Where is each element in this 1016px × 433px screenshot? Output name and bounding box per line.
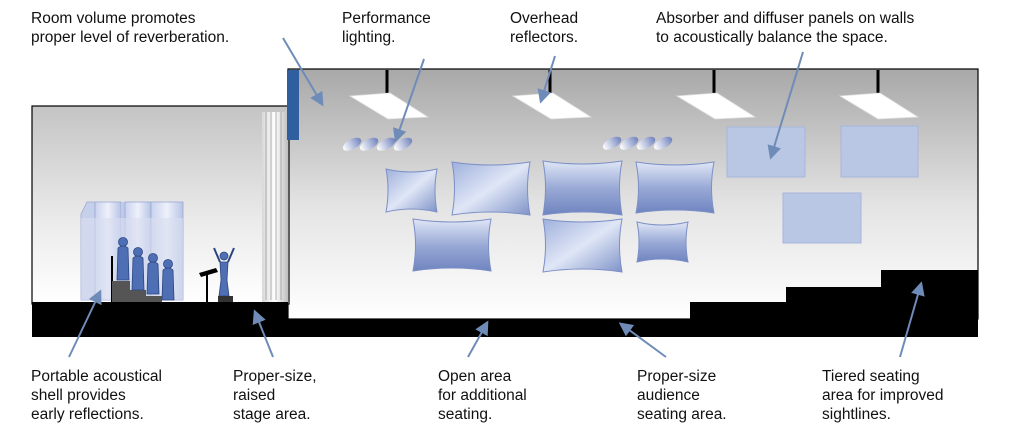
arrow-tiered-seating [899,281,925,358]
choir-risers [111,256,162,302]
arrow-acoustical-shell [68,289,102,358]
wall-absorber-panels [726,125,919,244]
label-open-area: Open area for additional seating. [438,368,527,423]
label-overhead-reflectors: Overhead reflectors. [510,10,579,46]
floor-and-tiered-seating [32,270,978,337]
label-tiered-seating: Tiered seating area for improved sightli… [822,368,944,423]
wall-diffuser-panels [385,160,715,273]
arrow-room-volume [282,37,324,107]
label-audience-area: Proper-size audience seating area. [637,368,727,423]
label-wall-panels: Absorber and diffuser panels on walls to… [656,10,915,46]
proscenium-accent-panel [287,70,299,140]
callout-arrows [68,37,925,358]
arrow-performance-lighting [393,58,425,143]
label-acoustical-shell: Portable acoustical shell provides early… [31,368,162,423]
conductor-podium [199,268,233,302]
arrow-stage-area [252,309,274,358]
arrow-open-area [467,320,489,358]
arrow-wall-panels [767,51,804,160]
label-stage-area: Proper-size, raised stage area. [233,368,317,423]
performance-lights [342,136,673,151]
stage-curtain [262,112,288,302]
performer-figures [116,237,235,301]
label-room-volume: Room volume promotes proper level of rev… [31,10,230,46]
label-performance-lighting: Performance lighting. [342,10,431,46]
arrow-audience-area [618,322,667,358]
arrow-overhead-reflectors [537,55,556,104]
